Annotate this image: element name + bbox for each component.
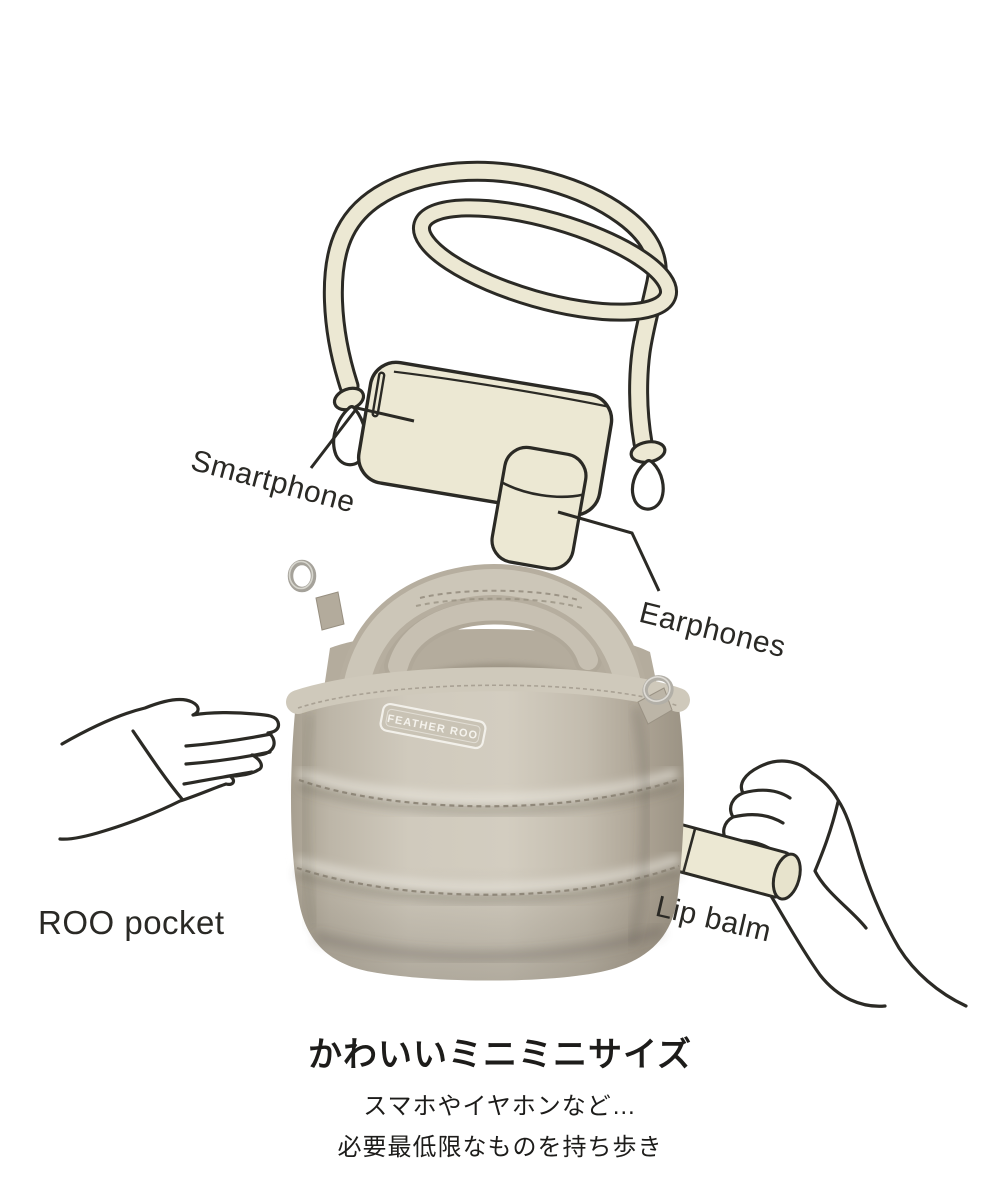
caption-line-2: 必要最低限なものを持ち歩き: [337, 1134, 663, 1161]
earphones-callout-line: [557, 510, 661, 592]
caption-line-1: スマホやイヤホンなど…: [363, 1093, 637, 1120]
strap-illustration: [322, 160, 679, 511]
lip-balm-illustration: [658, 822, 802, 901]
bag-label-tag: FEATHER ROO: [379, 702, 487, 750]
bag-handle-back: [384, 596, 602, 680]
bag-handle-front: [336, 563, 649, 718]
label-roo-pocket: ROO pocket: [38, 904, 225, 941]
smartphone-callout-line: [309, 406, 415, 469]
caption-block: かわいいミニミニサイズ スマホやイヤホンなど… 必要最低限なものを持ち歩き: [0, 1027, 1000, 1162]
bag-dring-left: [287, 559, 345, 631]
right-hand-illustration: [722, 759, 968, 1008]
bag-dring-right: [637, 675, 674, 725]
tote-bag-photo: FEATHER ROO: [286, 559, 690, 981]
earphones-illustration: [490, 445, 588, 571]
bag-quilt-seams: [295, 707, 681, 962]
left-hand-illustration: [58, 697, 281, 841]
strap-clasp-right: [629, 440, 667, 511]
caption-title: かわいいミニミニサイズ: [308, 1036, 692, 1074]
